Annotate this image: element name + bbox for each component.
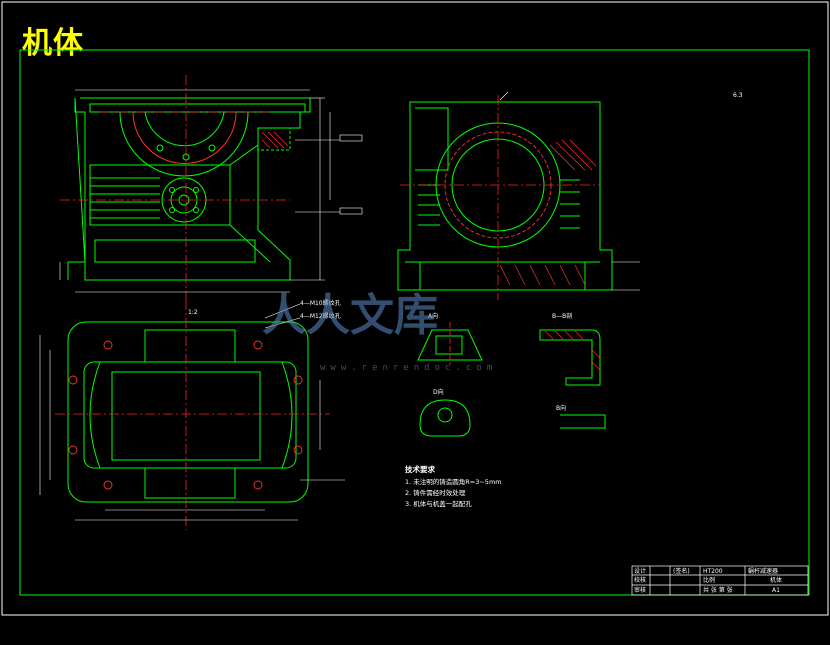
detail-bb-hatch: [544, 330, 601, 371]
hole-note-2: 4—M12螺纹孔: [300, 312, 341, 320]
bb-section-label: B—B剖: [552, 312, 572, 320]
top-view: [67, 321, 309, 503]
b-view-label: B向: [556, 404, 566, 412]
detail-bb-section: [539, 329, 601, 386]
title-cell-review: 审核: [634, 586, 646, 594]
front-view-hatch: [261, 131, 289, 149]
front-view-dimensions: [59, 89, 363, 293]
tech-req-item-1: 1. 未注明的铸造圆角R=3~5mm: [405, 477, 502, 486]
view-label-1: 1:2: [188, 309, 198, 316]
watermark-text: 人人文库: [262, 290, 438, 341]
title-cell-check: 校核: [634, 576, 646, 584]
front-view: [67, 97, 311, 281]
outer-frame: [1, 1, 829, 616]
side-view: [397, 101, 613, 291]
hole-note-1: 4—M10螺纹孔: [300, 299, 341, 307]
watermark-url: www.renrendoc.com: [320, 363, 497, 373]
tech-req-item-2: 2. 铸件需经时效处理: [405, 488, 466, 497]
tech-req-heading: 技术要求: [405, 464, 435, 474]
tech-req-item-3: 3. 机体与机盖一起配孔: [405, 499, 472, 508]
a-view-label: A向: [428, 312, 438, 320]
detail-a-view: [417, 329, 483, 361]
title-cell-scale: 比例: [703, 576, 715, 584]
title-scale: A1: [772, 587, 780, 594]
roughness-symbol: 6.3: [733, 92, 743, 99]
side-view-dimensions: [499, 91, 640, 291]
detail-d-view: [419, 399, 471, 437]
top-view-dimensions: [39, 335, 345, 521]
title-material: HT200: [703, 568, 723, 575]
title-project: 蜗杆减速器: [748, 567, 778, 575]
title-cell-design: 设计: [634, 567, 646, 575]
d-view-label: D向: [433, 388, 444, 396]
side-view-hatch: [499, 139, 597, 286]
top-view-centerlines: [55, 300, 330, 530]
title-part: 机体: [770, 576, 782, 584]
hole-note-leaders: [264, 303, 301, 329]
inner-frame: [19, 49, 810, 596]
title-cell-sign: (签名): [673, 567, 690, 575]
side-view-centerlines: [400, 95, 600, 300]
drawing-title: 机体: [22, 26, 84, 61]
title-cell-sheet: 共 张 第 张: [703, 586, 733, 594]
title-block: [631, 565, 809, 596]
top-view-holes: [68, 340, 303, 490]
front-view-centerlines: [60, 75, 290, 300]
detail-small-section: [560, 414, 606, 429]
